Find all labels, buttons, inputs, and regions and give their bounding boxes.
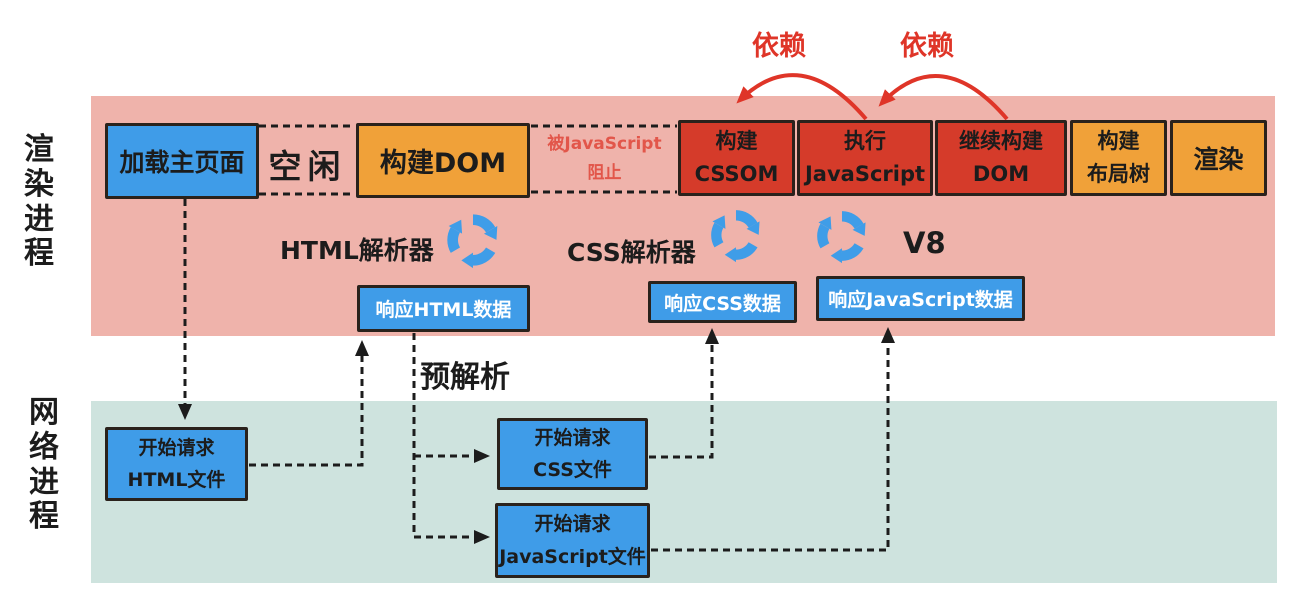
recycle-icon-html-parser — [442, 209, 504, 271]
v8-label: V8 — [903, 226, 946, 260]
blocked-by-js-note: 被JavaScript 阻止 — [531, 130, 678, 188]
build-cssom-line2: CSSOM — [694, 162, 779, 186]
request-css-line2: CSS文件 — [533, 459, 612, 481]
network-process-band — [91, 401, 1277, 583]
box-request-css-file: 开始请求 CSS文件 — [497, 418, 648, 490]
network-process-label: 网络进程 — [29, 395, 59, 535]
recycle-icon-v8 — [812, 206, 872, 266]
blocked-note-line1: 被JavaScript — [547, 134, 662, 154]
recycle-icon-css-parser — [706, 205, 766, 265]
continue-dom-line1: 继续构建 — [959, 129, 1043, 154]
execute-js-line2: JavaScript — [804, 162, 926, 186]
execute-js-line1: 执行 — [844, 129, 886, 154]
box-request-javascript-file: 开始请求 JavaScript文件 — [495, 503, 650, 578]
load-main-page-label: 加载主页面 — [119, 148, 245, 177]
box-continue-build-dom: 继续构建 DOM — [935, 120, 1067, 196]
box-build-cssom: 构建 CSSOM — [678, 120, 795, 196]
css-parser-label: CSS解析器 — [567, 238, 696, 267]
arrow-preparse-to-request-js — [412, 333, 490, 544]
arrow-request-js-to-response — [651, 327, 895, 552]
box-request-html-file: 开始请求 HTML文件 — [105, 427, 248, 501]
box-response-css-data: 响应CSS数据 — [648, 281, 797, 323]
idle-label: 空闲 — [268, 147, 347, 186]
box-build-layout-tree: 构建 布局树 — [1070, 120, 1167, 196]
html-parser-label: HTML解析器 — [280, 236, 434, 265]
response-html-label: 响应HTML数据 — [375, 299, 512, 321]
continue-dom-line2: DOM — [972, 162, 1030, 186]
box-execute-javascript: 执行 JavaScript — [797, 120, 933, 196]
response-js-label: 响应JavaScript数据 — [828, 289, 1013, 311]
request-js-line1: 开始请求 — [534, 513, 611, 536]
dependency-label-2: 依赖 — [900, 31, 954, 62]
box-response-javascript-data: 响应JavaScript数据 — [816, 276, 1025, 321]
box-render: 渲染 — [1170, 120, 1267, 196]
request-css-line1: 开始请求 — [534, 426, 611, 449]
dependency-arc-dom-to-js — [878, 74, 1009, 121]
box-response-html-data: 响应HTML数据 — [357, 285, 530, 332]
build-cssom-line1: 构建 — [715, 129, 758, 154]
request-js-line2: JavaScript文件 — [499, 545, 646, 568]
build-layout-line1: 构建 — [1097, 129, 1140, 154]
preparse-label: 预解析 — [420, 360, 510, 395]
blocked-note-line2: 阻止 — [587, 162, 622, 183]
request-html-line2: HTML文件 — [127, 469, 226, 491]
dependency-arc-js-to-cssom — [736, 73, 868, 121]
render-process-label: 渲染进程 — [24, 132, 54, 272]
response-css-label: 响应CSS数据 — [664, 292, 781, 315]
build-dom-label: 构建DOM — [379, 148, 507, 179]
request-html-line1: 开始请求 — [138, 436, 215, 459]
arrow-request-css-to-response — [649, 328, 719, 459]
build-layout-line2: 布局树 — [1087, 162, 1150, 186]
box-build-dom: 构建DOM — [356, 123, 530, 198]
render-label: 渲染 — [1193, 145, 1244, 174]
box-load-main-page: 加载主页面 — [105, 123, 259, 199]
dependency-label-1: 依赖 — [752, 31, 806, 62]
arrow-request-html-to-response — [249, 340, 369, 467]
